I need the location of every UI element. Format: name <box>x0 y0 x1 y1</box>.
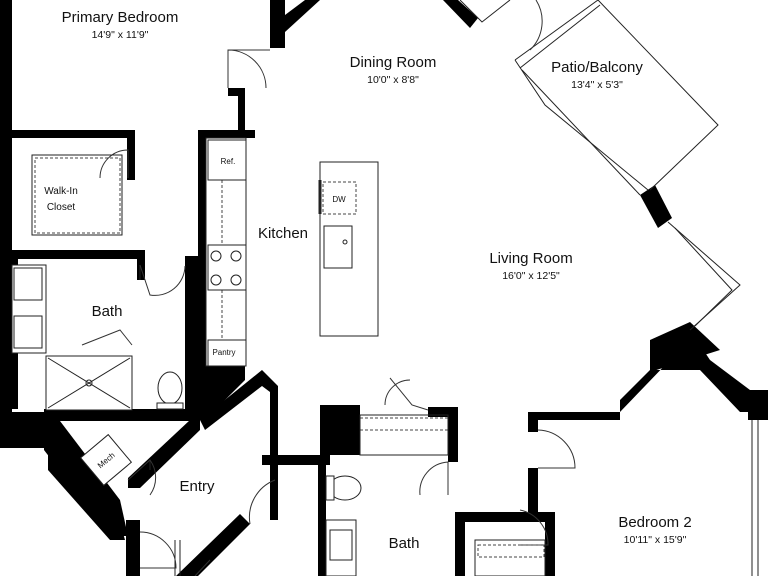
dishwasher <box>322 181 357 215</box>
toilet <box>157 371 183 405</box>
living-room-dim: 16'0" x 12'5" <box>502 270 560 282</box>
refrigerator <box>207 139 247 181</box>
primary-bedroom-dim: 14'9" x 11'9" <box>92 29 149 41</box>
patio-dim: 13'4" x 5'3" <box>571 79 623 91</box>
bath-primary-name: Bath <box>92 303 123 320</box>
thin-lines <box>139 0 759 576</box>
primary-bedroom-name: Primary Bedroom <box>62 9 179 26</box>
walk-in-closet-line1: Walk-In <box>44 186 78 197</box>
refrigerator-label: Ref. <box>221 157 236 166</box>
bedroom-2-dim: 10'11" x 15'9" <box>624 534 687 546</box>
dining-room-name: Dining Room <box>350 54 437 71</box>
closet-lines <box>31 154 546 576</box>
kitchen-name: Kitchen <box>258 225 308 242</box>
dishwasher-label: DW <box>332 195 346 204</box>
fixtures <box>11 137 379 576</box>
pantry <box>207 339 247 367</box>
dining-room-dim: 10'0" x 8'8" <box>367 74 419 86</box>
bedroom-2-name: Bedroom 2 <box>618 514 691 531</box>
doors <box>81 0 576 576</box>
kitchen-sink <box>323 225 353 269</box>
pantry-label: Pantry <box>212 348 235 357</box>
walk-in-closet-line2: Closet <box>47 202 76 213</box>
patio-name: Patio/Balcony <box>551 59 643 76</box>
mech-box <box>79 433 133 487</box>
entry-name: Entry <box>179 478 215 495</box>
bath-2-name: Bath <box>389 535 420 552</box>
labels: Primary Bedroom 14'9" x 11'9" Dining Roo… <box>44 9 691 552</box>
living-room-name: Living Room <box>489 250 572 267</box>
